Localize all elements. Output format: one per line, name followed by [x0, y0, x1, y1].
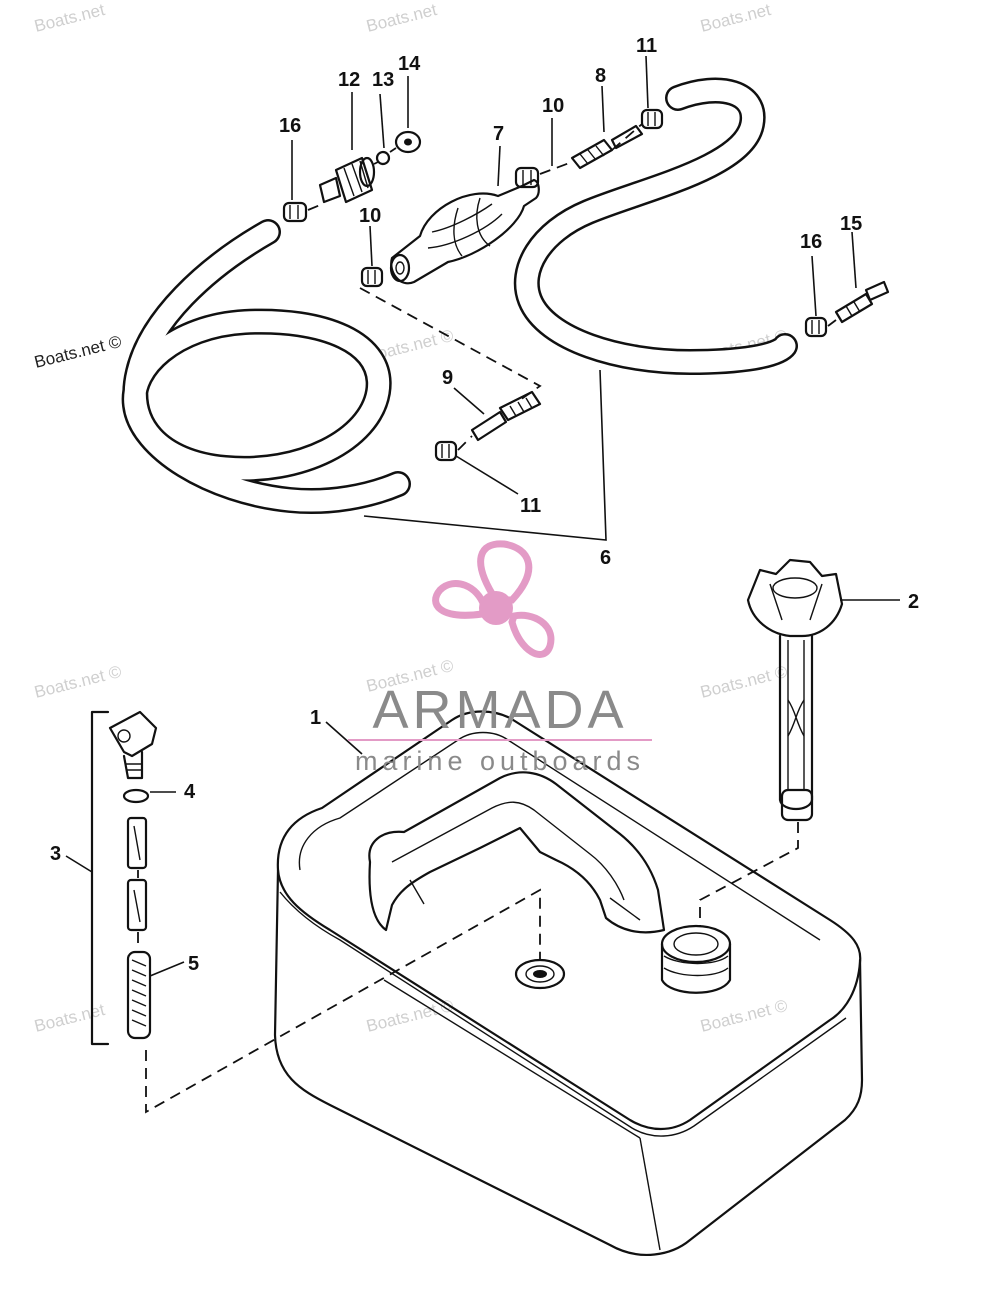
- callout-12: 12: [338, 69, 360, 91]
- brand-tagline: marine outboards: [355, 746, 645, 776]
- callout-7: 7: [493, 123, 504, 145]
- callout-14: 14: [398, 53, 421, 75]
- callout-9: 9: [442, 367, 453, 389]
- assembly-line: [457, 435, 473, 451]
- assembly-line: [145, 888, 541, 1114]
- fuel-hose-right: [513, 77, 798, 375]
- fuel-tank: [273, 710, 864, 1257]
- o-ring-13: [375, 150, 391, 166]
- watermark: Boats.net ©: [32, 332, 123, 372]
- watermark: Boats.net: [364, 0, 439, 36]
- callout-10: 10: [359, 205, 381, 227]
- fuel-gauge: [746, 558, 844, 822]
- callout-3: 3: [50, 843, 61, 865]
- callout-16: 16: [279, 115, 301, 137]
- callout-numbers: 16 12 13 14 7 10 8 11 10 9 11 6 16 15 2 …: [50, 35, 919, 975]
- watermark: Boats.net: [698, 0, 773, 36]
- assembly-line: [827, 319, 837, 327]
- watermark: Boats.net ©: [698, 662, 789, 702]
- watermark: Boats.net: [32, 0, 107, 36]
- connector-12: [318, 156, 376, 204]
- propeller-icon: [432, 540, 555, 658]
- callout-10: 10: [542, 95, 564, 117]
- hose-clamp-10-lower: [360, 266, 384, 288]
- washer-14: [394, 130, 422, 154]
- leader-lines: [65, 55, 900, 977]
- primer-bulb: [389, 178, 540, 285]
- hose-clamp-16-left: [282, 201, 308, 223]
- watermark: Boats.net: [32, 1000, 107, 1036]
- callout-1: 1: [310, 707, 321, 729]
- callout-2: 2: [908, 591, 919, 613]
- hose-clamp-16-right: [804, 316, 828, 338]
- callout-16: 16: [800, 231, 822, 253]
- hose-fitting-15: [834, 280, 890, 324]
- callout-11: 11: [636, 35, 657, 57]
- watermark: Boats.net ©: [698, 996, 789, 1036]
- callout-6: 6: [600, 547, 611, 569]
- fuel-pickup-assembly: [90, 710, 158, 1046]
- brand-logo: ARMADA marine outboards: [348, 540, 652, 776]
- callout-11: 11: [520, 495, 541, 517]
- callout-15: 15: [840, 213, 862, 235]
- fuel-hose-left: [121, 219, 411, 515]
- hose-fitting-9: [470, 390, 542, 442]
- assembly-line: [539, 123, 643, 175]
- callout-5: 5: [188, 953, 199, 975]
- hose-clamp-11-lower: [434, 440, 458, 462]
- assembly-line: [699, 822, 799, 926]
- assembly-line: [373, 147, 397, 165]
- callout-4: 4: [184, 781, 196, 803]
- watermark: Boats.net ©: [32, 662, 123, 702]
- callout-8: 8: [595, 65, 606, 87]
- assembly-line: [359, 287, 542, 401]
- callout-13: 13: [372, 69, 394, 91]
- hose-clamp-10-upper: [514, 166, 540, 189]
- assembly-line: [307, 204, 321, 211]
- hose-clamp-11-upper: [640, 108, 664, 130]
- brand-name: ARMADA: [372, 680, 627, 740]
